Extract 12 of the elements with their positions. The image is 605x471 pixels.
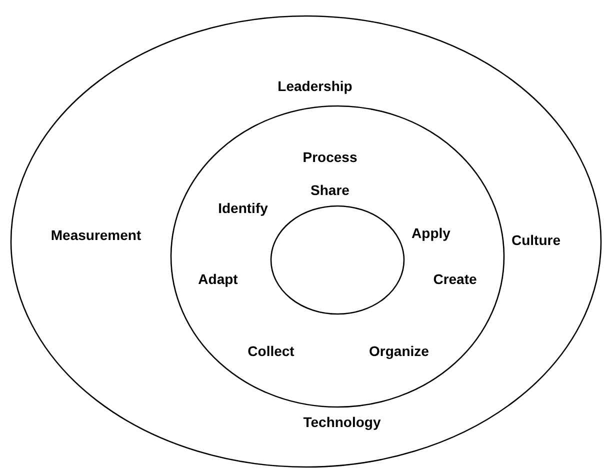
ring-label: Collect bbox=[248, 343, 294, 359]
ring-label: Adapt bbox=[198, 271, 238, 287]
ring-label: Leadership bbox=[278, 78, 352, 94]
ring-label: Process bbox=[302, 149, 358, 165]
ring-label: Culture bbox=[512, 232, 560, 248]
ring-label: Apply bbox=[412, 225, 450, 241]
ring-label: Identify bbox=[218, 200, 268, 216]
ring-label: Organize bbox=[369, 343, 429, 359]
ring-label: Measurement bbox=[50, 227, 142, 243]
ring-label: Create bbox=[433, 271, 477, 287]
ring-label: Share bbox=[310, 182, 350, 198]
ring-label: Technology bbox=[303, 414, 381, 430]
